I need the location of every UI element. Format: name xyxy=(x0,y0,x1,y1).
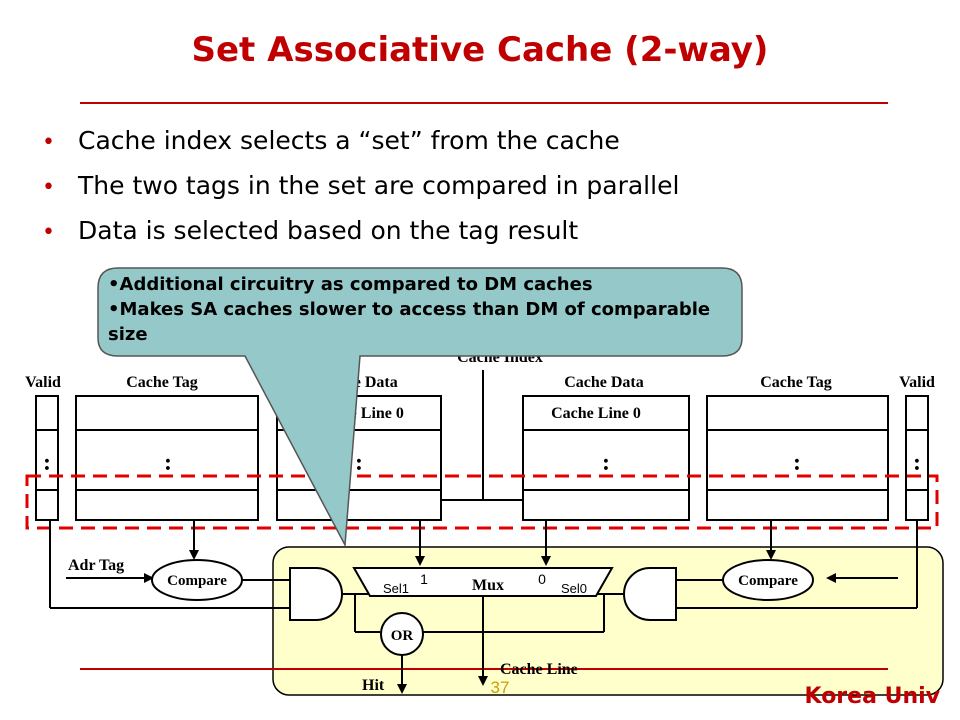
bullet-text: The two tags in the set are compared in … xyxy=(78,171,680,200)
right-tag-column xyxy=(706,395,889,521)
organization-label: Korea Univ xyxy=(804,684,940,709)
mux-label: Mux xyxy=(472,577,504,594)
slide-title: Set Associative Cache (2-way) xyxy=(191,30,769,70)
left-valid-label: Valid xyxy=(25,374,61,391)
page-number: 37 xyxy=(490,678,510,697)
hit-label: Hit xyxy=(362,677,385,694)
right-valid-label: Valid xyxy=(899,374,935,391)
right-valid-ellipsis: : xyxy=(913,450,921,476)
right-data-arrow-icon xyxy=(541,556,551,566)
right-compare-label: Compare xyxy=(738,573,798,589)
title-divider xyxy=(80,102,888,104)
adr-tag-label: Adr Tag xyxy=(68,557,124,574)
mux-sel0-label: Sel0 xyxy=(561,581,587,596)
bullet-dot-icon: • xyxy=(42,130,55,155)
right-tag-ellipsis: : xyxy=(793,450,801,476)
left-tag-ellipsis: : xyxy=(164,450,172,476)
cache-line-arrow-icon xyxy=(478,676,488,686)
left-valid-column xyxy=(35,395,59,521)
bullet-dot-icon: • xyxy=(42,175,55,200)
bullet-item: • The two tags in the set are compared in… xyxy=(42,163,679,208)
callout-bubble xyxy=(97,267,743,548)
bullet-item: • Cache index selects a “set” from the ca… xyxy=(42,118,679,163)
mux-sel1-label: Sel1 xyxy=(383,581,409,596)
right-compare-arrow-icon xyxy=(766,550,776,560)
left-compare-arrow-icon xyxy=(189,550,199,560)
cache-line-label: Cache Line xyxy=(500,661,578,678)
mux-input0-label: 0 xyxy=(538,571,546,587)
left-tag-column xyxy=(75,395,259,521)
or-label: OR xyxy=(391,628,414,644)
right-cache-line0-label: Cache Line 0 xyxy=(551,405,641,422)
left-valid-ellipsis: : xyxy=(43,450,51,476)
left-data-ellipsis: : xyxy=(355,450,363,476)
right-and-gate-icon xyxy=(623,567,677,621)
callout-text: •Additional circuitry as compared to DM … xyxy=(108,272,738,347)
selected-set-highlight xyxy=(25,474,939,530)
bullet-text: Cache index selects a “set” from the cac… xyxy=(78,126,620,155)
left-tag-label: Cache Tag xyxy=(126,374,198,391)
right-data-column xyxy=(522,395,690,521)
bullet-text: Data is selected based on the tag result xyxy=(78,216,579,245)
bullet-list: • Cache index selects a “set” from the ca… xyxy=(42,118,679,253)
left-compare-label: Compare xyxy=(167,573,227,589)
adr-tag-right-arrow-icon xyxy=(826,573,836,583)
right-tag-label: Cache Tag xyxy=(760,374,832,391)
bullet-item: • Data is selected based on the tag resul… xyxy=(42,208,679,253)
mux-input1-label: 1 xyxy=(420,571,428,587)
mux-block xyxy=(352,567,614,597)
callout-bullet: •Additional circuitry as compared to DM … xyxy=(108,274,593,295)
left-data-arrow-icon xyxy=(415,556,425,566)
left-and-gate-icon xyxy=(289,567,343,621)
bullet-dot-icon: • xyxy=(42,220,55,245)
adr-tag-arrow-icon xyxy=(144,573,154,583)
callout-bullet: •Makes SA caches slower to access than D… xyxy=(108,299,711,345)
hit-arrow-icon xyxy=(397,684,407,694)
right-data-ellipsis: : xyxy=(602,450,610,476)
right-data-label: Cache Data xyxy=(564,374,644,391)
